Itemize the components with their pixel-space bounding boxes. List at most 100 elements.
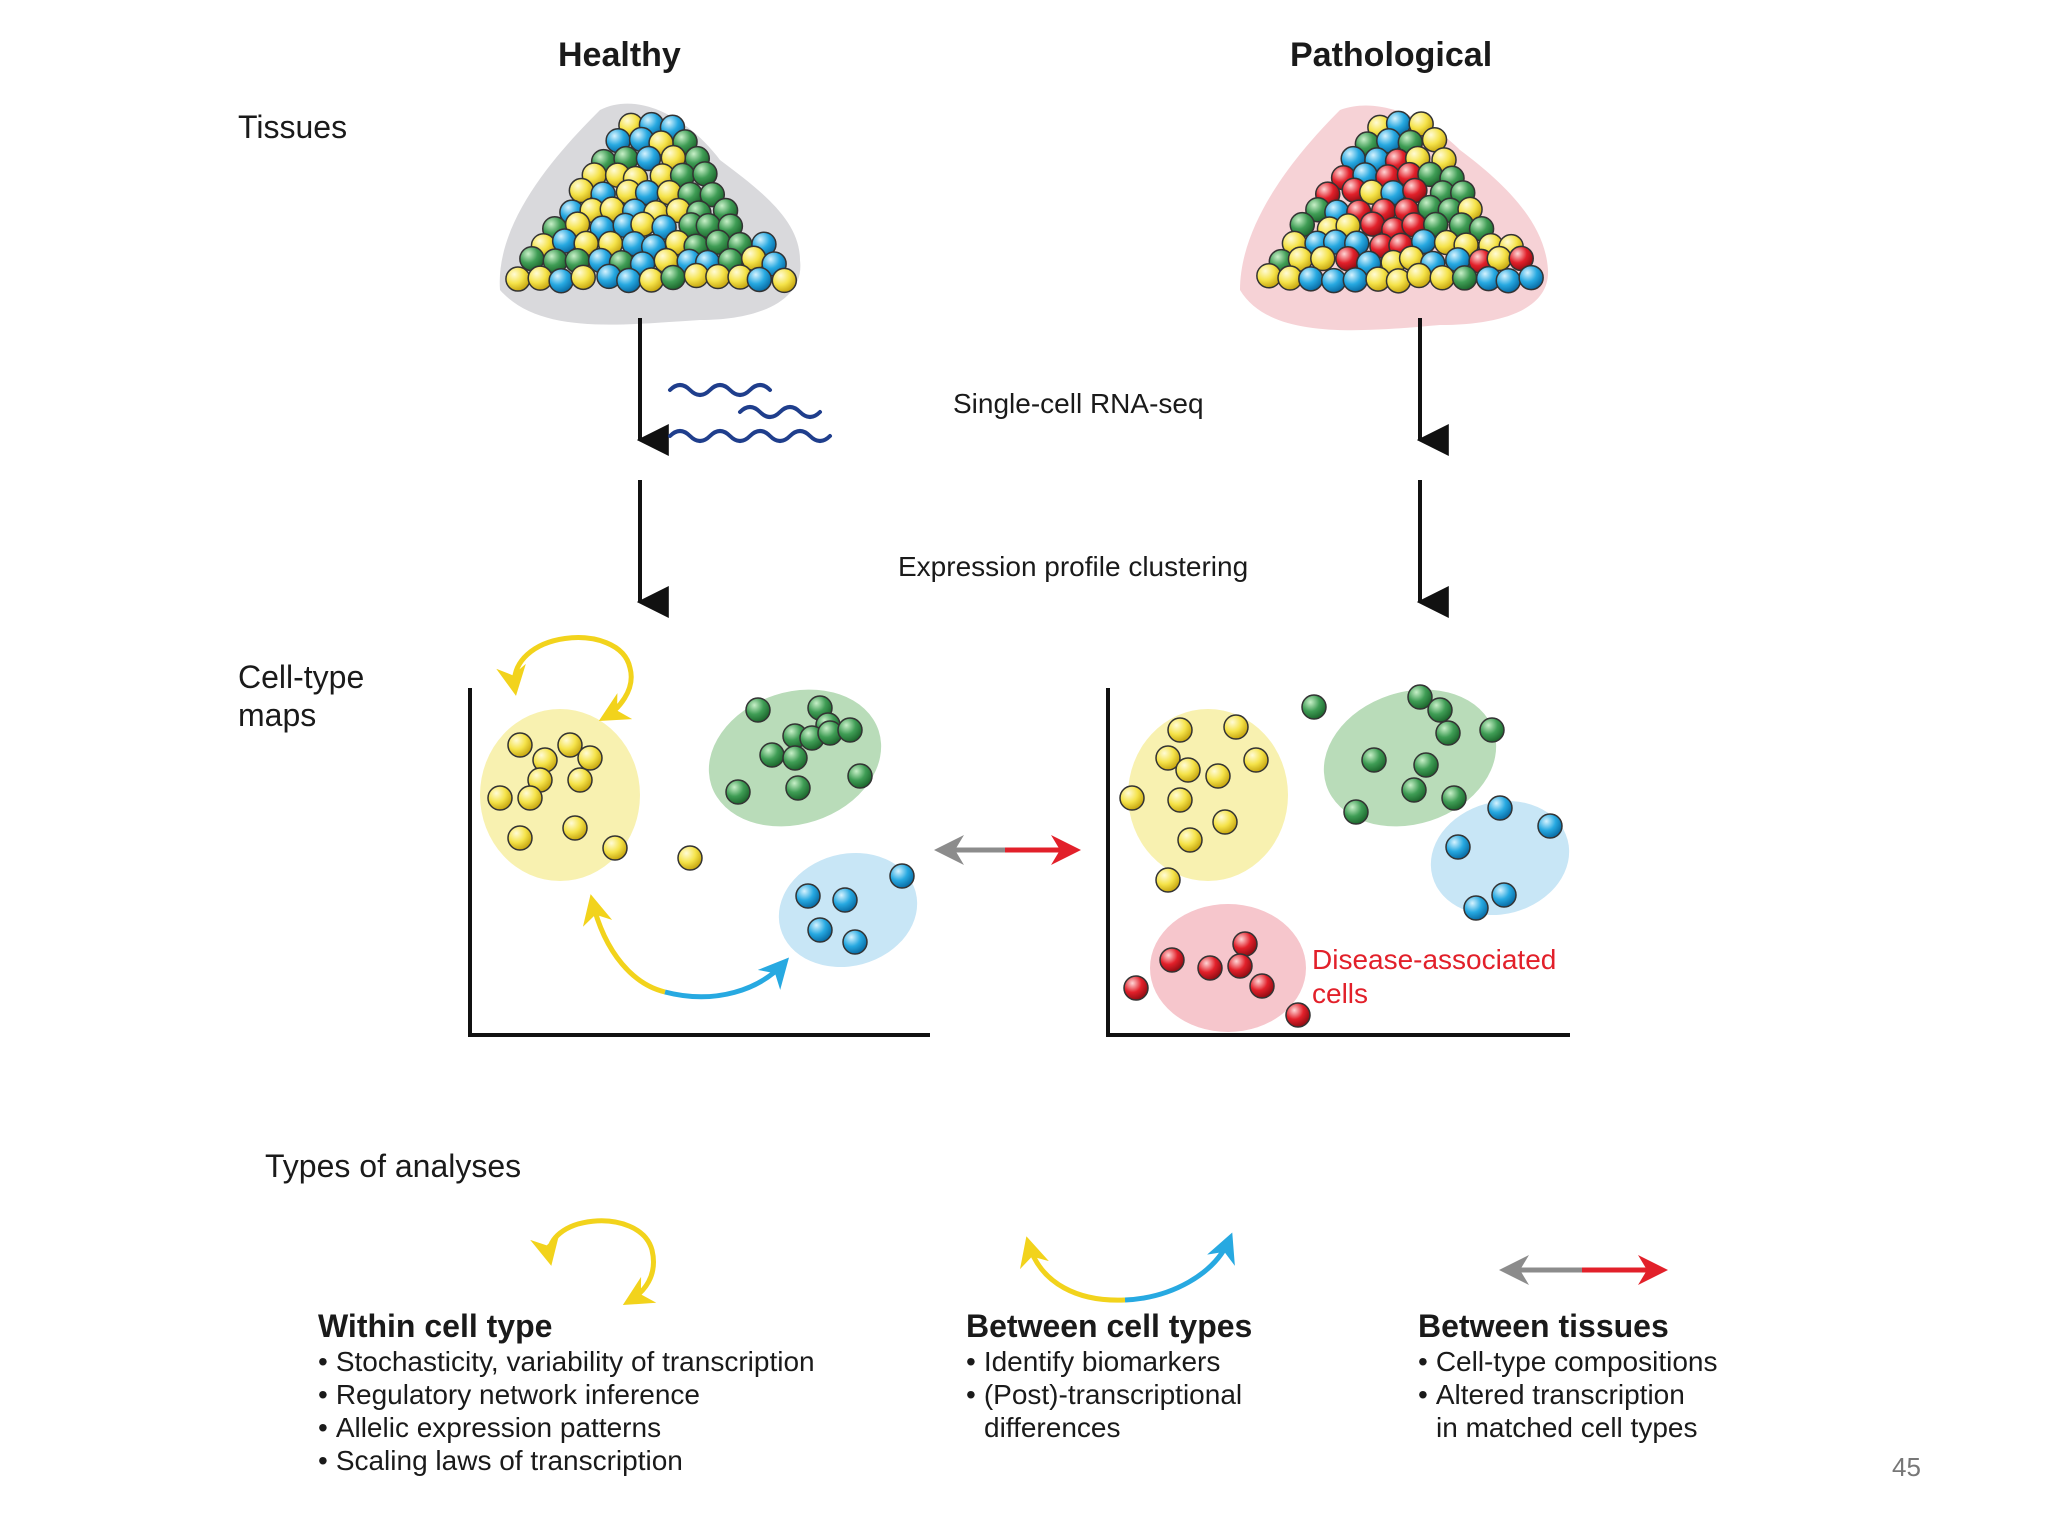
green-cell: [1343, 799, 1369, 825]
between-tissues-list: Cell-type compositions Altered transcrip…: [1418, 1345, 1718, 1444]
between-tissues-heading: Between tissues: [1418, 1308, 1669, 1344]
blue-cell: [616, 267, 642, 294]
yellow-cell: [1256, 262, 1282, 289]
clustering-step-label: Expression profile clustering: [898, 551, 1249, 582]
blue-cell: [1487, 795, 1513, 821]
blue-cell: [832, 887, 858, 913]
list-item-continuation: differences: [984, 1412, 1121, 1443]
list-item: Scaling laws of transcription: [318, 1444, 815, 1477]
blue-cell: [1495, 267, 1522, 294]
yellow-cell: [567, 767, 593, 793]
tissues-label: Tissues: [238, 109, 348, 145]
blue-cell: [795, 883, 821, 909]
rnaseq-step-label: Single-cell RNA-seq: [953, 388, 1204, 419]
yellow-cell: [705, 263, 731, 290]
yellow-cell: [1429, 264, 1455, 291]
blue-cell: [1445, 834, 1471, 860]
green-cell: [1451, 265, 1478, 291]
list-item: Stochasticity, variability of transcript…: [318, 1345, 815, 1378]
between-cell-types-legend-icon-yellow: [1020, 1236, 1126, 1303]
yellow-cell: [1212, 809, 1238, 835]
yellow-cell: [771, 267, 798, 294]
yellow-cell: [1310, 245, 1336, 272]
red-cell: [1285, 1002, 1311, 1028]
celltype-maps-label-line1: Cell-type: [238, 659, 365, 695]
pathological-yellow-cluster: [1128, 709, 1288, 881]
green-cell: [1301, 694, 1327, 720]
yellow-cell: [1119, 785, 1145, 811]
yellow-cell: [602, 835, 628, 861]
green-cell: [1361, 747, 1387, 773]
yellow-cell: [570, 264, 596, 291]
blue-cell: [1518, 264, 1544, 291]
within-cell-type-heading: Within cell type: [318, 1308, 553, 1344]
yellow-cell: [487, 785, 513, 811]
green-cell: [1435, 720, 1461, 746]
healthy-celltype-map: [468, 635, 930, 1037]
red-cell: [1232, 931, 1258, 957]
between-cell-types-arrow-blue: [664, 957, 789, 1000]
red-cell: [1123, 975, 1149, 1001]
rna-squiggle-icon: [668, 383, 832, 443]
blue-cell: [842, 929, 868, 955]
yellow-cell: [1175, 757, 1201, 783]
green-cell: [660, 264, 686, 291]
blue-cell: [1463, 895, 1489, 921]
yellow-cell: [1177, 827, 1203, 853]
between-tissues-block: Between tissues Cell-type compositions A…: [1418, 1308, 1717, 1444]
yellow-cell: [1205, 763, 1231, 789]
yellow-cell: [1223, 714, 1249, 740]
yellow-cell: [507, 825, 533, 851]
pathological-map-cells: [1119, 684, 1563, 1028]
green-cell: [785, 775, 811, 801]
yellow-cell: [683, 262, 710, 289]
pathological-celltype-map: [1106, 684, 1570, 1037]
green-cell: [725, 779, 751, 805]
within-cell-type-arrow: [496, 635, 634, 721]
healthy-map-cells: [487, 695, 915, 955]
green-cell: [837, 717, 863, 743]
disease-associated-label: Disease-associated cells: [1312, 943, 1556, 1011]
celltype-maps-label: Cell-type maps: [238, 658, 364, 734]
healthy-header: Healthy: [558, 36, 681, 74]
green-cell: [847, 763, 873, 789]
green-cell: [1427, 697, 1453, 723]
green-cell: [1479, 717, 1505, 743]
list-item-continuation: in matched cell types: [1436, 1412, 1698, 1443]
blue-cell: [635, 145, 662, 172]
green-cell: [1401, 777, 1427, 803]
red-cell: [1227, 953, 1253, 979]
between-cell-types-block: Between cell types Identify biomarkers (…: [966, 1308, 1252, 1444]
list-item: Identify biomarkers: [966, 1345, 1252, 1378]
analyses-title: Types of analyses: [265, 1148, 522, 1184]
disease-label-line2: cells: [1312, 978, 1369, 1009]
between-cell-types-arrow-yellow: [582, 894, 666, 995]
healthy-tissue-cells: [505, 111, 798, 294]
celltype-maps-label-line2: maps: [238, 697, 317, 733]
yellow-cell: [557, 732, 583, 758]
red-cell: [1197, 955, 1223, 981]
blue-cell: [1537, 813, 1563, 839]
healthy-map-axes: [468, 688, 930, 1037]
yellow-cell: [1406, 262, 1432, 289]
pathological-tissue-cells: [1256, 110, 1544, 294]
blue-cell: [1298, 266, 1324, 292]
list-item: Cell-type compositions: [1418, 1345, 1718, 1378]
blue-cell: [1320, 267, 1347, 294]
blue-cell: [889, 863, 915, 889]
blue-cell: [1342, 267, 1369, 293]
yellow-cell: [505, 266, 531, 292]
yellow-cell: [677, 845, 703, 871]
yellow-cell: [577, 745, 603, 771]
green-cell: [1407, 684, 1433, 710]
green-cell: [1441, 785, 1467, 811]
green-cell: [782, 745, 808, 771]
page-number: 45: [1892, 1452, 1921, 1482]
within-cell-type-list: Stochasticity, variability of transcript…: [318, 1345, 815, 1477]
between-cell-types-list: Identify biomarkers (Post)-transcription…: [966, 1345, 1252, 1444]
pathological-header: Pathological: [1290, 36, 1493, 74]
yellow-cell: [1155, 745, 1181, 771]
